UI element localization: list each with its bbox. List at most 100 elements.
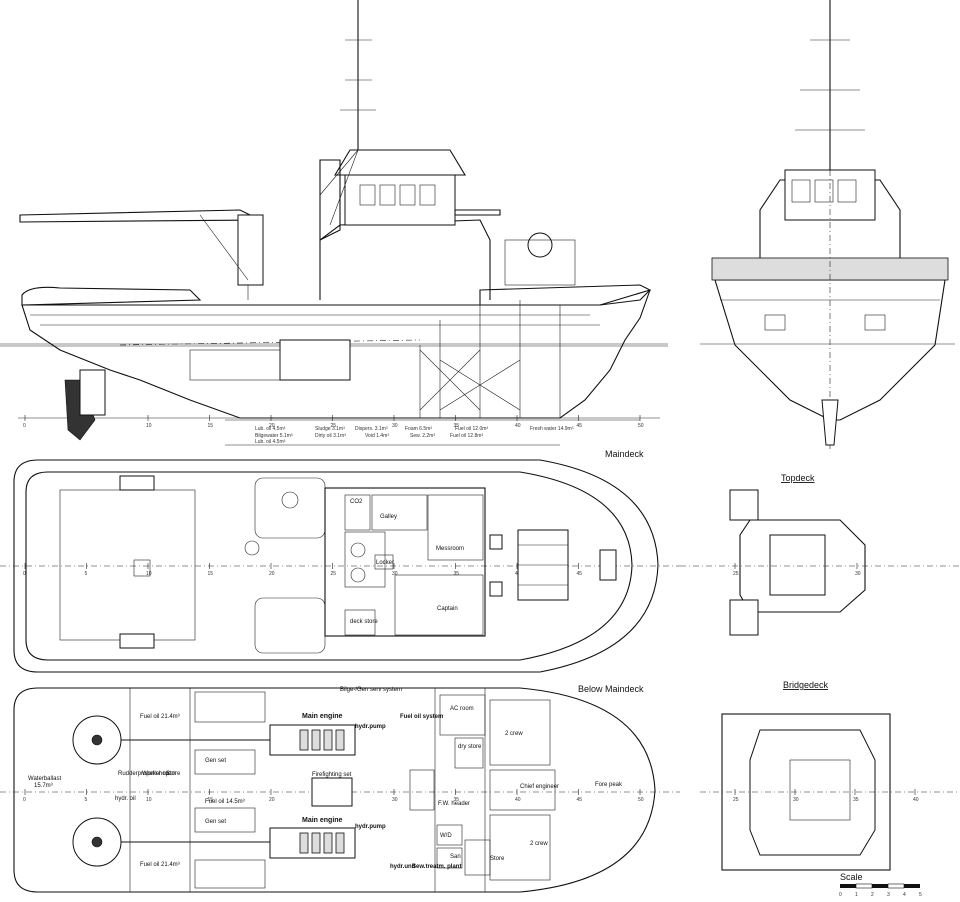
frame-number: 10 (146, 797, 152, 803)
label-dry-store: dry store (458, 744, 482, 750)
spiral-stair-1 (350, 542, 366, 558)
scale-seg-5 (904, 884, 920, 888)
capstan-top (281, 491, 299, 509)
front-window-2 (814, 179, 834, 203)
room-galley (371, 494, 428, 531)
room-messroom (427, 494, 484, 561)
label-ac-room: AC room (450, 706, 474, 712)
front-hawse-stbd (864, 314, 886, 331)
scale-tick-3: 3 (887, 892, 890, 898)
wheelhouse-window-1 (359, 184, 376, 206)
superstructure-lower (319, 219, 491, 300)
label-main-engine-bottom: Main engine (302, 817, 343, 824)
frame-number: 5 (85, 797, 88, 803)
stair-below (409, 769, 435, 811)
label-rudderpropeller: Rudderpropeller room (118, 771, 176, 777)
label-fuel-oil-system: Fuel oil system (400, 714, 443, 720)
frame-number: 40 (515, 423, 521, 429)
label-hydr-pump-bottom: hydr.pump (355, 824, 386, 830)
tank-capacity-table: Lub. oil 4.5m³ Sludge 3.1m³ Dispers. 3.1… (225, 419, 640, 446)
label-wd: W/D (440, 833, 452, 839)
room-san (436, 847, 463, 869)
label-gen-set-top: Gen set (205, 758, 226, 764)
stair-area (344, 531, 386, 588)
capstan-mid (244, 540, 260, 556)
room-locker (374, 554, 394, 570)
scale-tick-1: 1 (855, 892, 858, 898)
tank-dispers: Dispers. 3.1m³ (355, 426, 388, 432)
front-skeg (821, 399, 839, 446)
spiral-stair-2 (350, 567, 366, 583)
shaft-line (119, 339, 421, 346)
frame-number: 0 (23, 797, 26, 803)
frame-number: 35 (454, 423, 460, 429)
gen-set-top (194, 749, 256, 775)
tank-sew: Sew. 2.2m³ (410, 433, 435, 439)
bridgedeck-console (789, 759, 851, 821)
main-engine-profile (279, 339, 351, 381)
deckhouse (324, 487, 486, 637)
frame-number: 25 (331, 423, 337, 429)
frame-number: 25 (733, 571, 739, 577)
below-deck-outline (13, 687, 656, 893)
main-engine-bottom-cylinders (299, 832, 345, 854)
label-crew-top: 2 crew (505, 731, 523, 737)
label-co2: CO2 (350, 499, 363, 505)
room-store-fwd (464, 839, 491, 876)
exhaust-stack (319, 159, 341, 241)
label-deck-store: deck store (350, 619, 378, 625)
crane-rigging (199, 214, 249, 300)
room-chief-engineer (489, 769, 556, 811)
label-waterballast-val: 15.7m³ (34, 783, 53, 789)
hull-outline (21, 289, 651, 419)
tank-dirty-oil: Dirty oil 3.1m³ (315, 433, 346, 439)
label-waterballast: Waterballast (28, 776, 61, 782)
front-view (700, 0, 955, 450)
label-bilge-gen: Bilge-/Gen serv system (340, 687, 402, 693)
room-dry-store (454, 737, 484, 769)
tank-void: Void 1.4m³ (365, 433, 389, 439)
label-store: Store (166, 771, 181, 777)
tank-lub-oil-2: Lub. oil 4.5m³ (255, 439, 286, 445)
maindeck-tick-marks: 051015202530354045 (23, 563, 582, 577)
scale-tick-4: 4 (903, 892, 906, 898)
towing-winch-profile (527, 232, 553, 258)
aft-fender (21, 286, 202, 306)
label-hydr-unit: hydr.unit (390, 864, 415, 870)
frame-number: 30 (793, 797, 799, 803)
scale-tick-2: 2 (871, 892, 874, 898)
frame-number: 40 (913, 797, 919, 803)
topdeck-wing-top (729, 489, 759, 521)
aft-deck-area (59, 489, 196, 641)
topdeck-outline (739, 519, 866, 613)
scale-tick-0: 0 (839, 892, 842, 898)
bridgedeck-house (749, 729, 876, 856)
fwd-crane-arm (454, 209, 501, 216)
label-fuel-oil-top: Fuel oil 21.4m³ (140, 714, 180, 720)
topdeck-wing-bottom (729, 599, 759, 636)
tank-area-bottom (194, 859, 266, 889)
frame-number: 30 (392, 423, 398, 429)
firefighting-set (311, 777, 353, 807)
frame-number: 10 (146, 571, 152, 577)
below-tick-marks: 05101520253035404550 (23, 789, 644, 803)
maindeck-title: Maindeck (605, 449, 644, 459)
label-hydr-oil: hydr. oil (115, 796, 136, 802)
label-fuel-oil-bottom: Fuel oil 21.4m³ (140, 862, 180, 868)
bow-fairlead (599, 549, 617, 581)
topdeck-title: Topdeck (781, 473, 815, 483)
frame-number: 50 (638, 423, 644, 429)
label-crew-bottom: 2 crew (530, 841, 548, 847)
front-window-3 (837, 179, 857, 203)
bitt-aft-top (119, 475, 155, 491)
label-hydr-pump-top: hydr.pump (355, 724, 386, 730)
front-hawse-port (764, 314, 786, 331)
frame-number: 10 (146, 423, 152, 429)
scale-seg-2 (855, 883, 873, 889)
scale-seg-3 (872, 884, 888, 888)
label-chief-engineer: Chief engineer (520, 784, 559, 790)
tank-bilgewater: Bilgewater 5.1m³ (255, 433, 293, 439)
tank-area-top (194, 691, 266, 723)
